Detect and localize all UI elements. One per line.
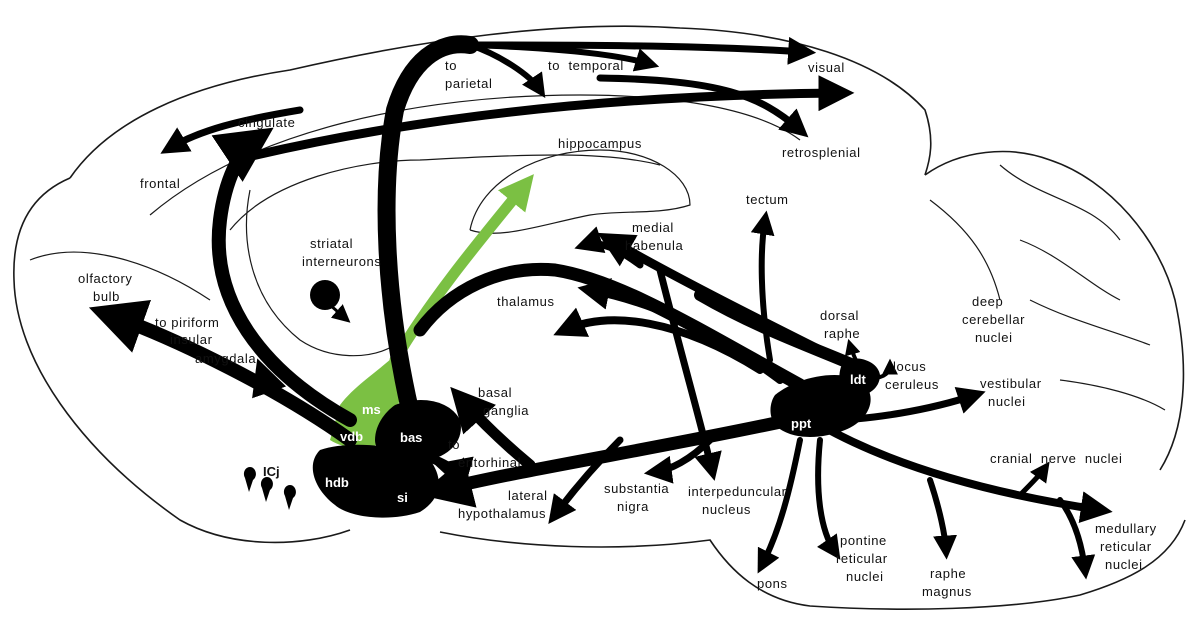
arrow-raphe-magnus: [930, 480, 946, 550]
ventral-outline: [440, 520, 1185, 609]
label-pontine-3: nuclei: [846, 569, 884, 584]
label-to-parietal-1: to: [445, 58, 457, 73]
label-medullary-2: reticular: [1100, 539, 1152, 554]
cerebellum-fold-3: [1030, 300, 1150, 345]
label-frontal: frontal: [140, 176, 180, 191]
label-amygdala: amygdala: [195, 351, 256, 366]
label-ento-1: to: [448, 437, 460, 452]
label-cingulate: cingulate: [238, 115, 295, 130]
arrow-cranial: [1020, 468, 1045, 495]
ventricle-outline: [230, 155, 660, 230]
cerebellum-fold-1: [1000, 165, 1120, 240]
path-bas-main: [387, 44, 470, 410]
label-hdb: hdb: [325, 475, 349, 490]
cerebellum-fold-5: [930, 200, 1000, 300]
label-dorsal-1: dorsal: [820, 308, 859, 323]
label-medial-1: medial: [632, 220, 674, 235]
label-ms: ms: [362, 402, 381, 417]
label-piriform-2: insular: [170, 332, 213, 347]
label-ento-2: entorhinal: [458, 455, 521, 470]
label-visual: visual: [808, 60, 845, 75]
label-pontine-1: pontine: [840, 533, 887, 548]
label-cranial: cranial nerve nuclei: [990, 451, 1122, 466]
label-raphe-2: magnus: [922, 584, 972, 599]
label-striatal-1: striatal: [310, 236, 353, 251]
label-medial-2: habenula: [625, 238, 683, 253]
arrow-medullary: [820, 425, 1100, 510]
label-pons: pons: [757, 576, 788, 591]
label-deep-1: deep: [972, 294, 1003, 309]
label-vestibular-2: nuclei: [988, 394, 1026, 409]
label-retrosplenial: retrosplenial: [782, 145, 861, 160]
label-thalamus: thalamus: [497, 294, 555, 309]
label-icj: ICj: [263, 464, 280, 479]
label-pontine-2: reticular: [836, 551, 888, 566]
label-medullary-1: medullary: [1095, 521, 1157, 536]
label-dorsal-2: raphe: [824, 326, 860, 341]
label-ppt: ppt: [791, 416, 812, 431]
label-to-parietal-2: parietal: [445, 76, 492, 91]
label-vdb: vdb: [340, 429, 363, 444]
label-tectum: tectum: [746, 192, 789, 207]
icj-cell-1: [244, 467, 256, 492]
path-thalamus-main: [420, 269, 800, 385]
arrow-lateral-hypo: [555, 440, 620, 515]
label-substantia-2: nigra: [617, 499, 649, 514]
label-si: si: [397, 490, 408, 505]
striatal-interneuron-axon: [330, 305, 345, 318]
label-vestibular-1: vestibular: [980, 376, 1042, 391]
label-locus-2: ceruleus: [885, 377, 939, 392]
label-olfactory-1: olfactory: [78, 271, 133, 286]
label-piriform-1: to piriform: [155, 315, 219, 330]
arrow-visual-long: [235, 93, 840, 160]
label-lateral-2: hypothalamus: [458, 506, 546, 521]
label-raphe-1: raphe: [930, 566, 966, 581]
label-ldt: ldt: [850, 372, 867, 387]
arrow-pontine: [818, 440, 835, 552]
label-substantia-1: substantia: [604, 481, 669, 496]
icj-cell-2: [261, 477, 273, 502]
cerebellum-fold-4: [1060, 380, 1165, 410]
icj-cell-3: [284, 485, 296, 510]
label-olfactory-2: bulb: [93, 289, 120, 304]
label-basal-2: ganglia: [483, 403, 529, 418]
arrow-pons: [762, 440, 800, 565]
label-lateral-1: lateral: [508, 488, 548, 503]
striatal-interneuron-body: [310, 280, 340, 310]
arrow-tectum: [762, 220, 770, 360]
label-deep-2: cerebellar: [962, 312, 1025, 327]
label-to-temporal: to temporal: [548, 58, 624, 73]
olfactory-outline: [14, 178, 350, 542]
label-basal-1: basal: [478, 385, 512, 400]
basal-forebrain-projections: [110, 44, 840, 468]
striatum-outline: [247, 190, 395, 356]
label-deep-3: nuclei: [975, 330, 1013, 345]
label-locus-1: locus: [893, 359, 926, 374]
label-bas: bas: [400, 430, 422, 445]
label-medullary-3: nuclei: [1105, 557, 1143, 572]
label-interped-2: nucleus: [702, 502, 751, 517]
label-hippocampus: hippocampus: [558, 136, 642, 151]
label-striatal-2: interneurons: [302, 254, 381, 269]
label-interped-1: interpeduncular: [688, 484, 787, 499]
cerebellum-fold-2: [1020, 240, 1120, 300]
